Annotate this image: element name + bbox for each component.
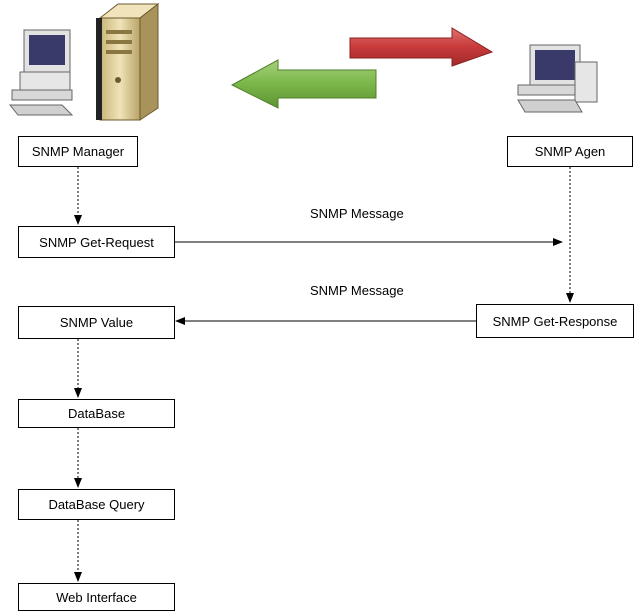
manager-computer-icon — [8, 29, 74, 116]
snmp-manager-box: SNMP Manager — [18, 136, 138, 167]
web-interface-box: Web Interface — [18, 583, 175, 611]
snmp-agent-box: SNMP Agen — [507, 136, 633, 167]
response-message-label: SNMP Message — [310, 283, 404, 298]
server-tower-icon — [96, 2, 160, 121]
agent-computer-icon — [517, 44, 598, 113]
request-message-label: SNMP Message — [310, 206, 404, 221]
database-query-box: DataBase Query — [18, 489, 175, 520]
incoming-green-arrow-icon — [230, 59, 377, 109]
database-box: DataBase — [18, 399, 175, 428]
outgoing-red-arrow-icon — [349, 27, 494, 67]
snmp-get-request-box: SNMP Get-Request — [18, 226, 175, 258]
snmp-value-box: SNMP Value — [18, 306, 175, 339]
snmp-get-response-box: SNMP Get-Response — [476, 304, 634, 338]
